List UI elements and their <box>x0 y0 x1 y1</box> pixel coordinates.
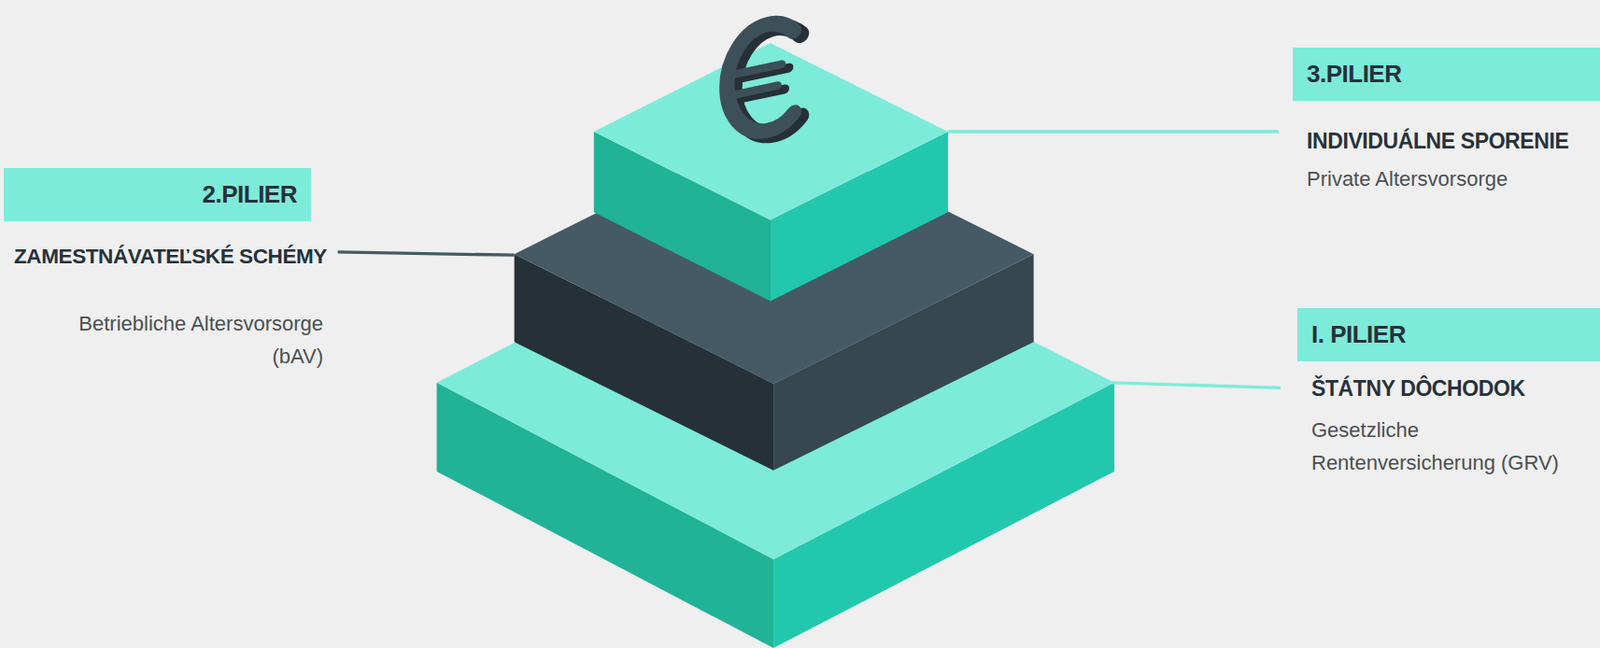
pillar-subtitle: Betriebliche Altersvorsorge (bAV) <box>42 307 324 373</box>
pillar-title: ZAMESTNÁVATEĽSKÉ SCHÉMY <box>3 243 326 270</box>
pillar-header-bar: 2.PILIER <box>3 168 312 222</box>
pillar-callout: 2.PILIER ZAMESTNÁVATEĽSKÉ SCHÉMY Betriebli… <box>3 168 326 373</box>
pillar-subtitle: Private Altersvorsorge <box>1292 167 1587 192</box>
pillar-number: 3.PILIER <box>1306 59 1402 88</box>
pillar-title: ŠTÁTNY DÔCHODOK <box>1297 375 1600 402</box>
pillar-header-bar: I. PILIER <box>1297 308 1600 362</box>
pillar-header-bar: 3.PILIER <box>1292 47 1600 101</box>
pillar-subtitle: Gesetzliche Rentenversicherung (GRV) <box>1297 413 1592 480</box>
euro-symbol <box>726 17 801 145</box>
pillar-number: I. PILIER <box>1311 320 1406 349</box>
pillar-callout: 3.PILIER INDIVIDUÁLNE SPORENIE Private Alt… <box>1292 47 1600 192</box>
leader-line <box>1112 382 1281 388</box>
pillar-number: 2.PILIER <box>202 180 298 209</box>
pillar-title: INDIVIDUÁLNE SPORENIE <box>1292 127 1600 155</box>
leader-line <box>338 252 515 255</box>
leader-line <box>948 129 1279 133</box>
pillar-callout: I. PILIER ŠTÁTNY DÔCHODOK Gesetzliche Rent… <box>1297 308 1600 480</box>
